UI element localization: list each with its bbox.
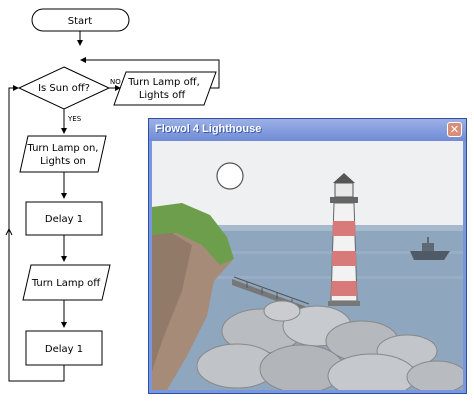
decision-label: Is Sun off? — [38, 83, 90, 94]
lamp-off-label: Turn Lamp off — [31, 278, 101, 289]
loop-back-connector — [80, 57, 220, 89]
output-on-line1: Turn Lamp on, — [27, 143, 99, 154]
delay2-label: Delay 1 — [45, 344, 83, 355]
window-titlebar[interactable]: Flowol 4 Lighthouse ✕ — [149, 119, 466, 141]
output-on-line2: Lights on — [40, 156, 86, 167]
lighthouse-window[interactable]: Flowol 4 Lighthouse ✕ — [148, 118, 467, 394]
close-icon: ✕ — [449, 123, 460, 136]
sun-icon — [216, 162, 244, 190]
rocks — [196, 300, 463, 390]
ship-icon — [410, 237, 450, 260]
delay1-label: Delay 1 — [45, 214, 83, 225]
output-off-line2: Lights off — [139, 90, 186, 101]
output-off-line1: Turn Lamp off, — [127, 77, 200, 88]
output-lamp-on-lights-on[interactable] — [19, 135, 107, 173]
delay-box-2[interactable] — [25, 330, 103, 366]
start-label: Start — [68, 16, 93, 27]
output-lamp-off-lights-off[interactable] — [113, 71, 217, 106]
lighthouse — [328, 173, 360, 306]
scene-drawing — [152, 141, 463, 390]
window-title: Flowol 4 Lighthouse — [155, 123, 262, 135]
yes-label: YES — [67, 115, 82, 123]
close-button[interactable]: ✕ — [447, 122, 462, 137]
no-label: NO — [110, 78, 121, 86]
left-loop-connector — [8, 85, 65, 382]
lighthouse-scene — [152, 141, 463, 390]
up-arrow-mark — [5, 227, 13, 236]
output-lamp-off[interactable] — [22, 264, 111, 301]
